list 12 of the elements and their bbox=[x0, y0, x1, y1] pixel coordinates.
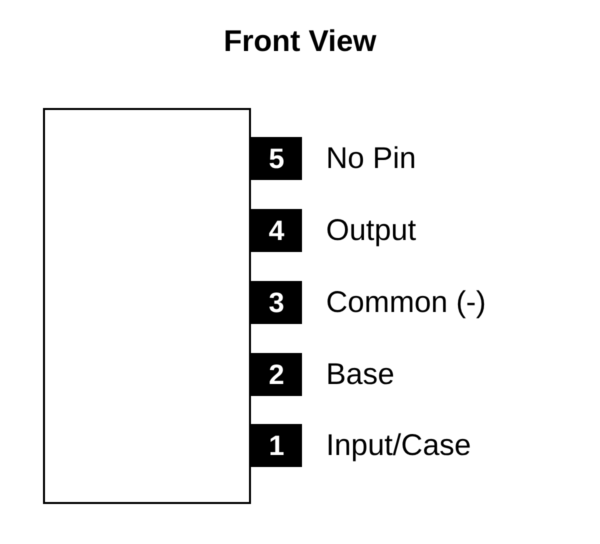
pin-label: Base bbox=[326, 357, 394, 393]
pin-label: No Pin bbox=[326, 141, 416, 177]
pin-block: 1 bbox=[251, 424, 302, 467]
pin-block: 5 bbox=[251, 137, 302, 180]
pin-block: 3 bbox=[251, 281, 302, 324]
pin-block: 2 bbox=[251, 353, 302, 396]
pin-label: Output bbox=[326, 213, 416, 249]
pin-label: Common (-) bbox=[326, 285, 486, 321]
package-body bbox=[43, 108, 251, 504]
pin-block: 4 bbox=[251, 209, 302, 252]
title: Front View bbox=[222, 24, 378, 60]
pin-label: Input/Case bbox=[326, 428, 472, 464]
